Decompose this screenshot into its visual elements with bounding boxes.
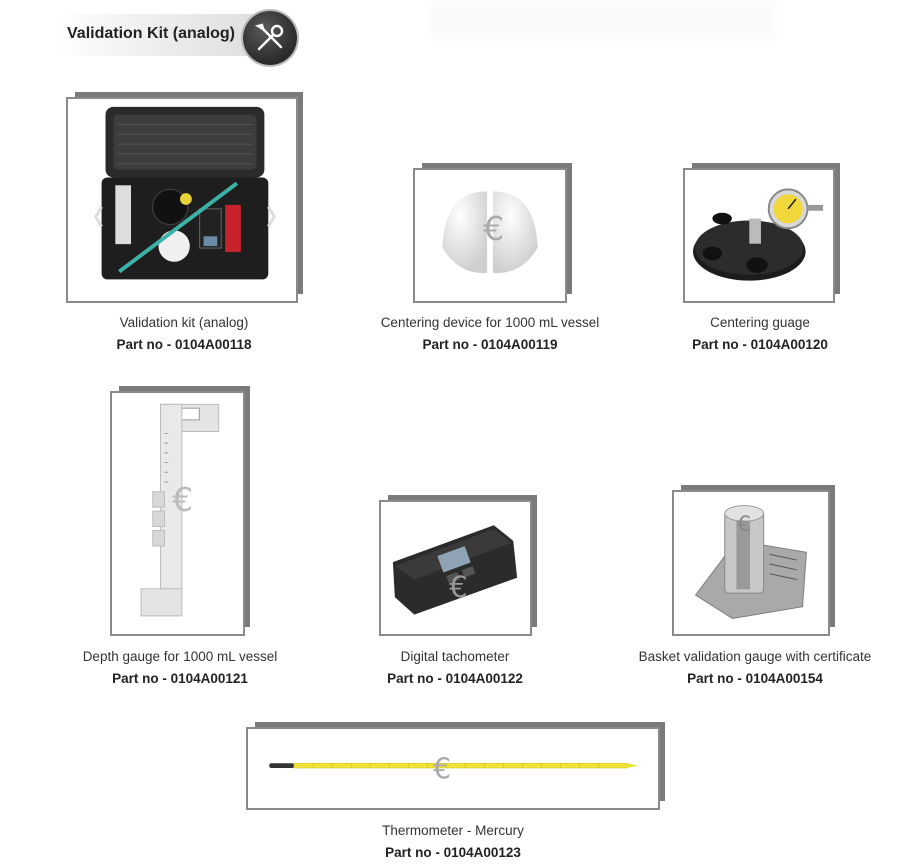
product-caption-4: Depth gauge for 1000 mL vessel Part no -… (70, 647, 290, 689)
product-name: Centering guage (710, 315, 810, 330)
product-name: Validation kit (analog) (119, 315, 249, 330)
product-name: Thermometer - Mercury (382, 823, 524, 838)
svg-text:€: € (433, 751, 451, 785)
product-caption-6: Basket validation gauge with certificate… (630, 647, 880, 689)
product-image-tachometer: € (379, 495, 537, 636)
product-image-basket-gauge: € (672, 485, 835, 636)
validation-kit-case-image (93, 106, 276, 280)
tachometer-image: € (392, 525, 518, 615)
product-caption-2: Centering device for 1000 mL vessel Part… (370, 313, 610, 355)
centering-device-image: € (442, 191, 538, 273)
product-image-thermometer: € (246, 722, 665, 810)
part-number: Part no - 0104A00121 (112, 671, 248, 686)
product-caption-5: Digital tachometer Part no - 0104A00122 (360, 647, 550, 689)
product-name: Centering device for 1000 mL vessel (380, 315, 600, 330)
part-number: Part no - 0104A00154 (687, 671, 823, 686)
product-name: Digital tachometer (400, 649, 510, 664)
top-faded-area (430, 0, 775, 40)
svg-text:€: € (449, 570, 468, 604)
product-caption-1: Validation kit (analog) Part no - 0104A0… (66, 313, 302, 355)
header-band (60, 14, 275, 56)
part-number: Part no - 0104A00118 (116, 337, 252, 352)
tools-icon (243, 11, 297, 65)
centering-gauge-image (693, 188, 824, 281)
part-number: Part no - 0104A00123 (385, 845, 521, 860)
product-image-validation-kit (66, 92, 303, 303)
basket-gauge-image: € (694, 505, 807, 619)
part-number: Part no - 0104A00119 (422, 337, 558, 352)
product-caption-3: Centering guage Part no - 0104A00120 (660, 313, 860, 355)
product-image-centering-gauge (683, 163, 840, 303)
page-title: Validation Kit (analog) (67, 25, 236, 42)
svg-text:€: € (737, 512, 751, 537)
thermometer-image: € (269, 751, 639, 785)
depth-gauge-image: € (140, 403, 220, 617)
part-number: Part no - 0104A00122 (387, 671, 523, 686)
svg-text:€: € (483, 209, 504, 248)
product-caption-7: Thermometer - Mercury Part no - 0104A001… (353, 821, 553, 863)
svg-text:€: € (172, 480, 193, 519)
part-number: Part no - 0104A00120 (692, 337, 828, 352)
product-image-centering-device: € (413, 163, 572, 303)
product-name: Depth gauge for 1000 mL vessel (82, 649, 278, 664)
product-image-depth-gauge: € (110, 386, 250, 636)
product-name: Basket validation gauge with certificate (638, 649, 872, 664)
